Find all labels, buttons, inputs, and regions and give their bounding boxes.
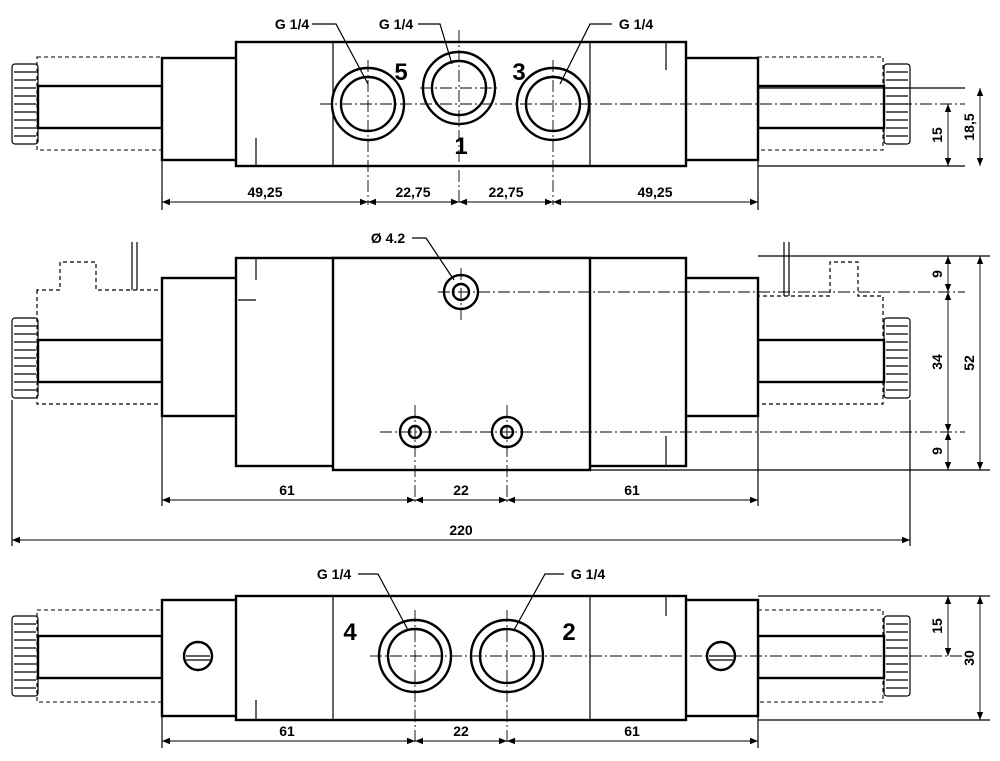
top-dim-2: 22,75 xyxy=(395,184,430,200)
bottom-view: G 1/4 G 1/4 4 2 61 22 61 15 30 xyxy=(11,566,990,748)
mid-dim-52: 52 xyxy=(961,355,977,371)
top-callout-1: G 1/4 xyxy=(275,16,309,32)
bottom-callout-2: G 1/4 xyxy=(571,566,605,582)
bottom-dim-2: 22 xyxy=(453,723,469,739)
middle-view: Ø 4.2 61 22 61 220 9 34 9 52 xyxy=(11,230,990,546)
right-solenoid-bottom xyxy=(756,609,911,703)
bottom-callout-1: G 1/4 xyxy=(317,566,351,582)
port-2-label: 2 xyxy=(562,619,575,646)
top-view: G 1/4 G 1/4 G 1/4 5 3 1 49,25 22,75 22,7… xyxy=(11,16,984,210)
bottom-dim-1: 61 xyxy=(279,723,295,739)
overall-length: 220 xyxy=(449,522,473,538)
right-solenoid-side xyxy=(756,242,911,405)
top-dim-1: 49,25 xyxy=(247,184,282,200)
bottom-dim-3: 61 xyxy=(624,723,640,739)
mid-dim-1: 61 xyxy=(279,482,295,498)
left-solenoid-bottom xyxy=(11,609,164,703)
port-1-label: 1 xyxy=(454,133,467,160)
bottom-dim-30: 30 xyxy=(961,650,977,666)
top-callout-2: G 1/4 xyxy=(379,16,413,32)
top-dim-15: 15 xyxy=(929,127,945,143)
top-dim-4: 49,25 xyxy=(637,184,672,200)
top-dim-18-5: 18,5 xyxy=(961,113,977,140)
top-callout-3: G 1/4 xyxy=(619,16,653,32)
port-3-label: 3 xyxy=(512,59,525,86)
bottom-dim-15: 15 xyxy=(929,618,945,634)
port-5-label: 5 xyxy=(394,59,407,86)
mid-dim-2: 22 xyxy=(453,482,469,498)
right-solenoid-top xyxy=(756,56,911,151)
mid-dim-3: 61 xyxy=(624,482,640,498)
left-screw xyxy=(182,640,214,672)
left-solenoid-side xyxy=(11,242,164,405)
mid-dim-34: 34 xyxy=(929,354,945,370)
hole-callout: Ø 4.2 xyxy=(371,230,405,246)
mid-dim-9-top: 9 xyxy=(929,270,945,278)
port-4-label: 4 xyxy=(343,619,357,646)
mid-dim-9-bottom: 9 xyxy=(929,447,945,455)
left-solenoid-top xyxy=(11,56,164,151)
top-dim-3: 22,75 xyxy=(488,184,523,200)
